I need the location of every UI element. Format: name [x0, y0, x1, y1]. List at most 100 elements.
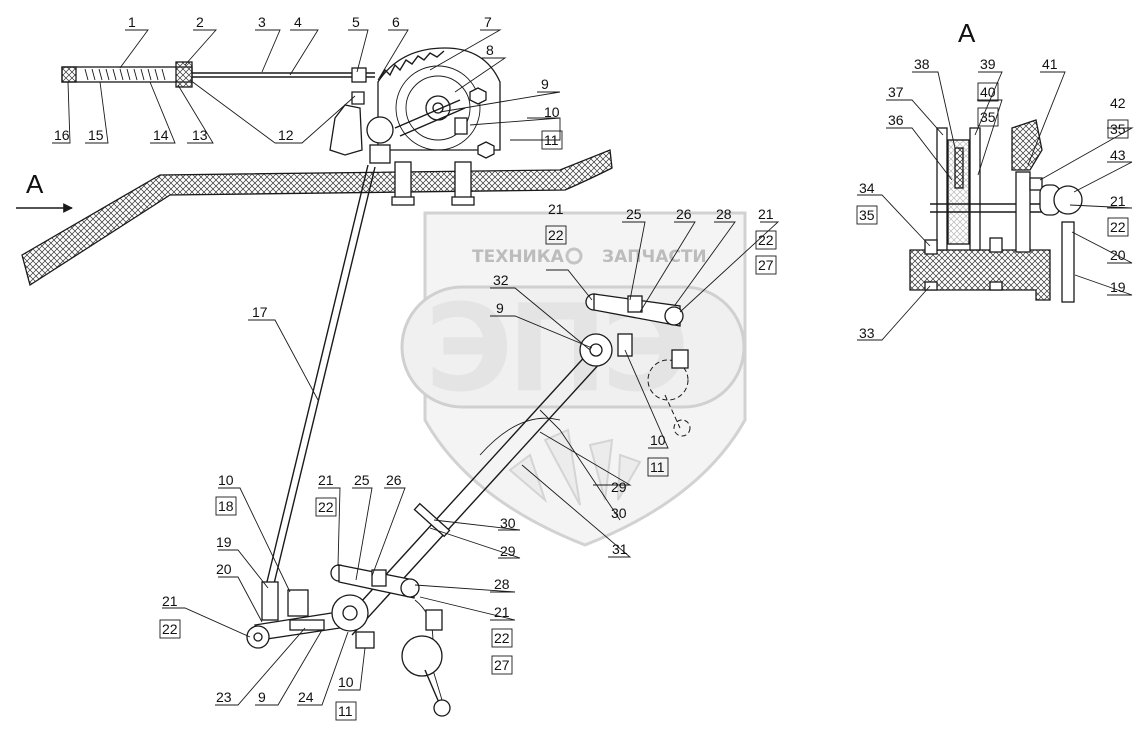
- part-number-label: 38: [914, 56, 930, 72]
- part-number-label: 21: [1110, 193, 1126, 209]
- part-number-label: 13: [192, 127, 208, 143]
- part-number-label: 28: [716, 206, 732, 222]
- part-number-label: 11: [650, 459, 665, 475]
- part-number-label: 6: [392, 14, 400, 30]
- part-number-label: 2: [196, 14, 204, 30]
- cable-housing-assembly: [61, 61, 375, 88]
- part-number-label: 36: [888, 112, 904, 128]
- part-number-label: 26: [386, 472, 402, 488]
- label-box: [159, 619, 181, 639]
- part-number-label: 10: [338, 674, 354, 690]
- part-number-label: 42: [1110, 95, 1126, 111]
- part-number-label: 30: [500, 515, 516, 531]
- part-number-label: 32: [493, 272, 509, 288]
- part-number-label: 33: [859, 325, 875, 341]
- part-number-label: 31: [612, 541, 628, 557]
- watermark-left-text: ТЕХНИКА: [472, 247, 565, 267]
- label-box: [856, 205, 878, 225]
- part-number-label: 21: [162, 593, 178, 609]
- label-box: [1107, 217, 1129, 237]
- watermark: ЭПЭ ТЕХНИКА ЗАПЧАСТИ: [400, 211, 747, 547]
- part-number-label: 24: [298, 689, 314, 705]
- label-box: [491, 628, 513, 648]
- rod-17: [264, 164, 376, 593]
- part-number-label: 21: [318, 472, 334, 488]
- gear-icon: [565, 247, 583, 265]
- part-number-label: 23: [216, 689, 232, 705]
- ratchet-sector: [377, 47, 501, 159]
- label-box: [977, 107, 999, 127]
- label-box: [215, 496, 237, 516]
- part-number-label: 10: [650, 432, 666, 448]
- label-box: [647, 457, 669, 477]
- label-box: [335, 701, 357, 721]
- lever-bracket: [329, 91, 394, 164]
- part-number-label: 11: [338, 703, 353, 719]
- part-number-label: 21: [548, 201, 564, 217]
- part-number-label: 10: [218, 472, 234, 488]
- view-label: A: [958, 18, 976, 48]
- part-number-label: 39: [980, 56, 996, 72]
- label-box: [755, 255, 777, 275]
- part-number-label: 22: [758, 232, 774, 248]
- part-number-label: 18: [218, 498, 234, 514]
- part-number-label: 30: [611, 505, 627, 521]
- part-number-label: 19: [216, 534, 232, 550]
- part-number-label: 35: [980, 109, 996, 125]
- arrow-label: A: [26, 169, 44, 199]
- part-number-label: 20: [216, 561, 232, 577]
- part-number-label: 21: [758, 206, 774, 222]
- part-number-label: 27: [494, 657, 510, 673]
- part-number-label: 7: [484, 14, 492, 30]
- part-number-label: 16: [54, 127, 70, 143]
- label-box: [545, 225, 567, 245]
- part-number-label: 5: [352, 14, 360, 30]
- leader-lines: [52, 29, 1134, 706]
- part-number-label: 41: [1042, 56, 1058, 72]
- label-box: [315, 497, 337, 517]
- part-number-label: 4: [294, 14, 302, 30]
- part-number-label: 19: [1110, 279, 1126, 295]
- watermark-right-text: ЗАПЧАСТИ: [602, 247, 707, 267]
- part-number-label: 22: [162, 621, 178, 637]
- part-number-label: 37: [888, 84, 904, 100]
- part-number-label: 10: [544, 104, 560, 120]
- part-number-label: 22: [318, 499, 334, 515]
- part-number-label: 3: [258, 14, 266, 30]
- label-box: [1107, 119, 1129, 139]
- part-number-label: 1: [128, 14, 136, 30]
- part-number-label: 20: [1110, 247, 1126, 263]
- part-number-label: 35: [859, 207, 875, 223]
- part-number-label: 29: [500, 543, 516, 559]
- upper-lever-assembly: [579, 293, 691, 437]
- label-box: [491, 655, 513, 675]
- part-number-label: 26: [676, 206, 692, 222]
- label-box: [541, 130, 563, 150]
- part-number-label: 34: [859, 180, 875, 196]
- part-number-label: 17: [252, 304, 268, 320]
- part-number-label: 21: [494, 604, 510, 620]
- part-number-label: 22: [548, 227, 564, 243]
- section-view-a: A: [909, 18, 1083, 303]
- part-number-label: 28: [494, 576, 510, 592]
- part-number-label: 9: [258, 689, 266, 705]
- label-box: [755, 230, 777, 250]
- part-number-label: 14: [153, 127, 169, 143]
- part-number-label: 22: [494, 630, 510, 646]
- part-number-label: 25: [626, 206, 642, 222]
- part-number-label: 15: [88, 127, 104, 143]
- part-number-label: 9: [496, 300, 504, 316]
- label-box: [977, 82, 999, 102]
- part-number-label: 11: [544, 132, 559, 148]
- part-number-label: 43: [1110, 147, 1126, 163]
- part-number-label: 35: [1110, 121, 1126, 137]
- part-number-label: 8: [486, 42, 494, 58]
- part-number-label: 9: [541, 76, 549, 92]
- lower-lever-assembly: [246, 564, 451, 717]
- part-number-label: 27: [758, 257, 774, 273]
- part-number-label: 40: [980, 84, 996, 100]
- part-number-label: 22: [1110, 219, 1126, 235]
- part-number-label: 29: [611, 479, 627, 495]
